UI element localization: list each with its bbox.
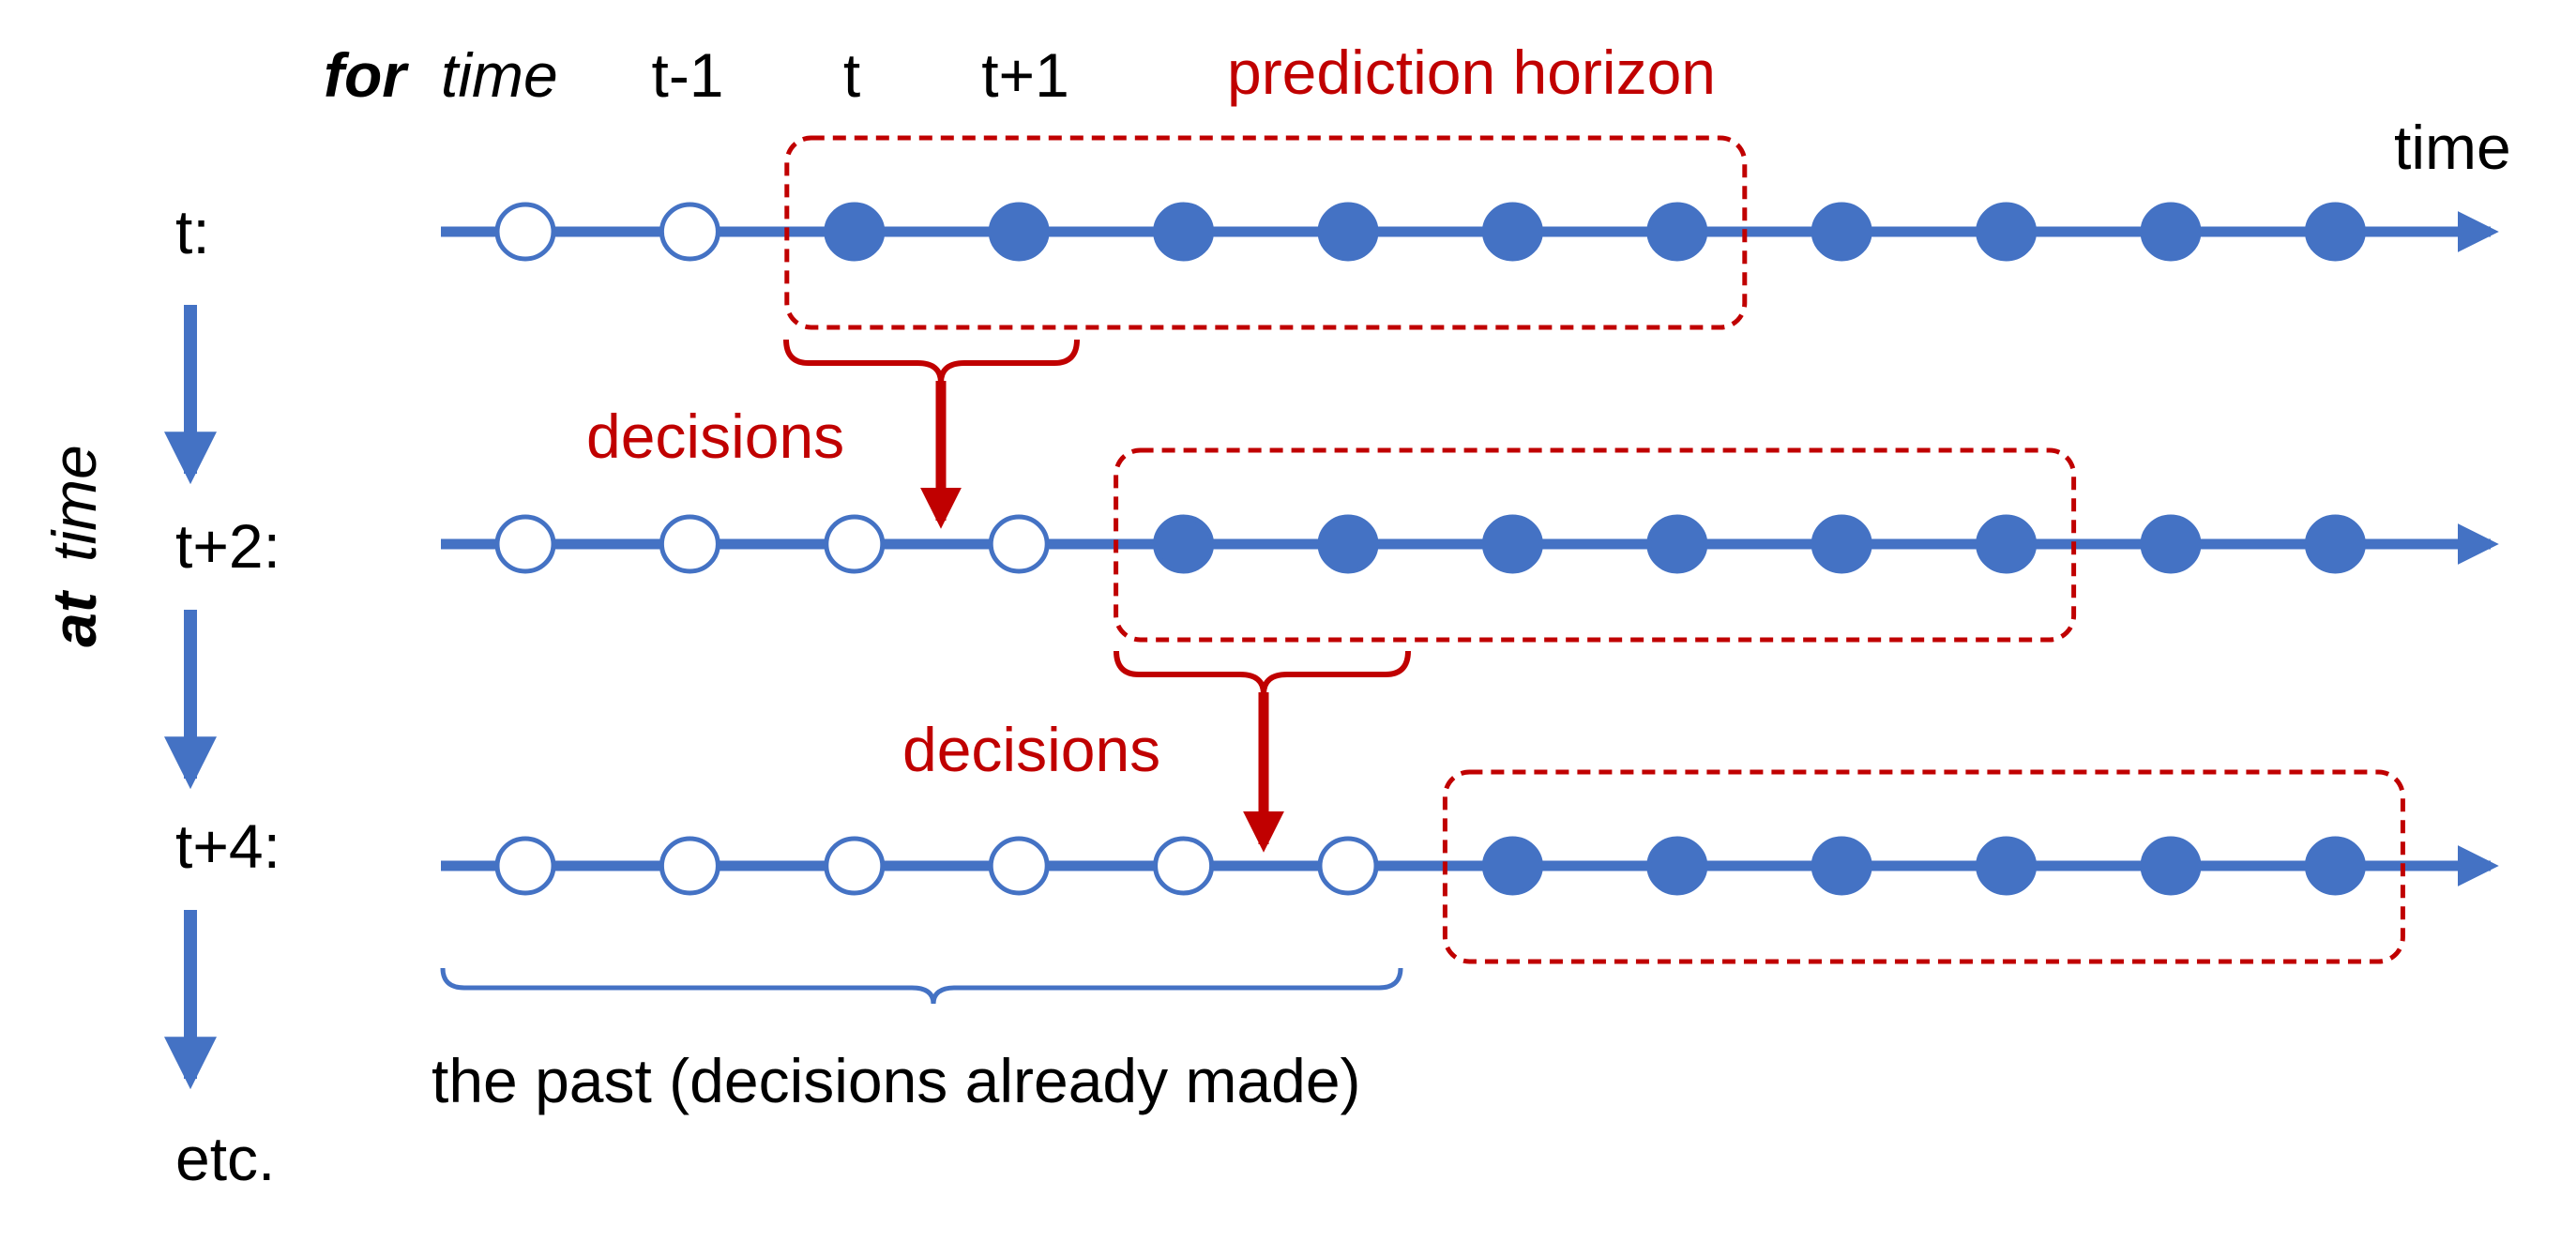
tick-label-t: t bbox=[843, 40, 860, 110]
decisions-label-2: decisions bbox=[902, 715, 1160, 784]
tick-label-t-plus-1: t+1 bbox=[981, 40, 1069, 110]
prediction-horizon-box bbox=[1114, 447, 2077, 643]
past-node bbox=[988, 836, 1050, 896]
future-node bbox=[1646, 202, 1708, 262]
future-node bbox=[1317, 514, 1379, 574]
past-node bbox=[494, 836, 556, 896]
future-node bbox=[1646, 836, 1708, 896]
decision-brace-1 bbox=[783, 339, 1080, 384]
past-brace bbox=[440, 967, 1403, 1005]
future-node bbox=[2304, 836, 2366, 896]
etc-label: etc. bbox=[175, 1124, 275, 1193]
for-label: for bbox=[324, 40, 409, 110]
future-node bbox=[1811, 202, 1872, 262]
prediction-horizon-box bbox=[784, 135, 1748, 330]
tick-label-t-minus-1: t-1 bbox=[651, 40, 723, 110]
future-node bbox=[1481, 836, 1543, 896]
past-node bbox=[1317, 836, 1379, 896]
past-label: the past (decisions already made) bbox=[432, 1046, 1361, 1115]
future-node bbox=[2140, 836, 2202, 896]
past-node bbox=[824, 836, 886, 896]
past-node bbox=[988, 514, 1050, 574]
future-node bbox=[1811, 836, 1872, 896]
past-node bbox=[1153, 836, 1215, 896]
for-time-label: time bbox=[441, 40, 558, 110]
at-time-word: time bbox=[39, 445, 109, 562]
future-node bbox=[824, 202, 886, 262]
at-time-label: at time bbox=[39, 445, 109, 647]
past-node bbox=[824, 514, 886, 574]
past-node bbox=[659, 514, 720, 574]
future-node bbox=[1976, 202, 2038, 262]
future-node bbox=[1481, 514, 1543, 574]
future-node bbox=[2140, 514, 2202, 574]
future-node bbox=[2304, 202, 2366, 262]
prediction-horizon-box bbox=[1442, 769, 2405, 964]
timelines bbox=[441, 135, 2499, 964]
future-node bbox=[1811, 514, 1872, 574]
decision-brace-2 bbox=[1114, 650, 1411, 695]
future-node bbox=[1481, 202, 1543, 262]
future-node bbox=[1153, 202, 1215, 262]
time-axis-label: time bbox=[2394, 113, 2511, 182]
future-node bbox=[1976, 514, 2038, 574]
past-node bbox=[494, 202, 556, 262]
future-node bbox=[1976, 836, 2038, 896]
prediction-horizon-label: prediction horizon bbox=[1227, 38, 1716, 107]
decisions-label-1: decisions bbox=[586, 401, 844, 471]
future-node bbox=[988, 202, 1050, 262]
future-node bbox=[2304, 514, 2366, 574]
future-node bbox=[1646, 514, 1708, 574]
row-label-t-plus-2: t+2: bbox=[175, 511, 280, 581]
future-node bbox=[1317, 202, 1379, 262]
at-word: at bbox=[39, 589, 109, 647]
row-label-t-plus-4: t+4: bbox=[175, 811, 280, 881]
past-node bbox=[494, 514, 556, 574]
row-label-t: t: bbox=[175, 197, 210, 266]
svg-text:at time: at time bbox=[39, 445, 109, 647]
past-node bbox=[659, 836, 720, 896]
past-node bbox=[659, 202, 720, 262]
future-node bbox=[2140, 202, 2202, 262]
future-node bbox=[1153, 514, 1215, 574]
